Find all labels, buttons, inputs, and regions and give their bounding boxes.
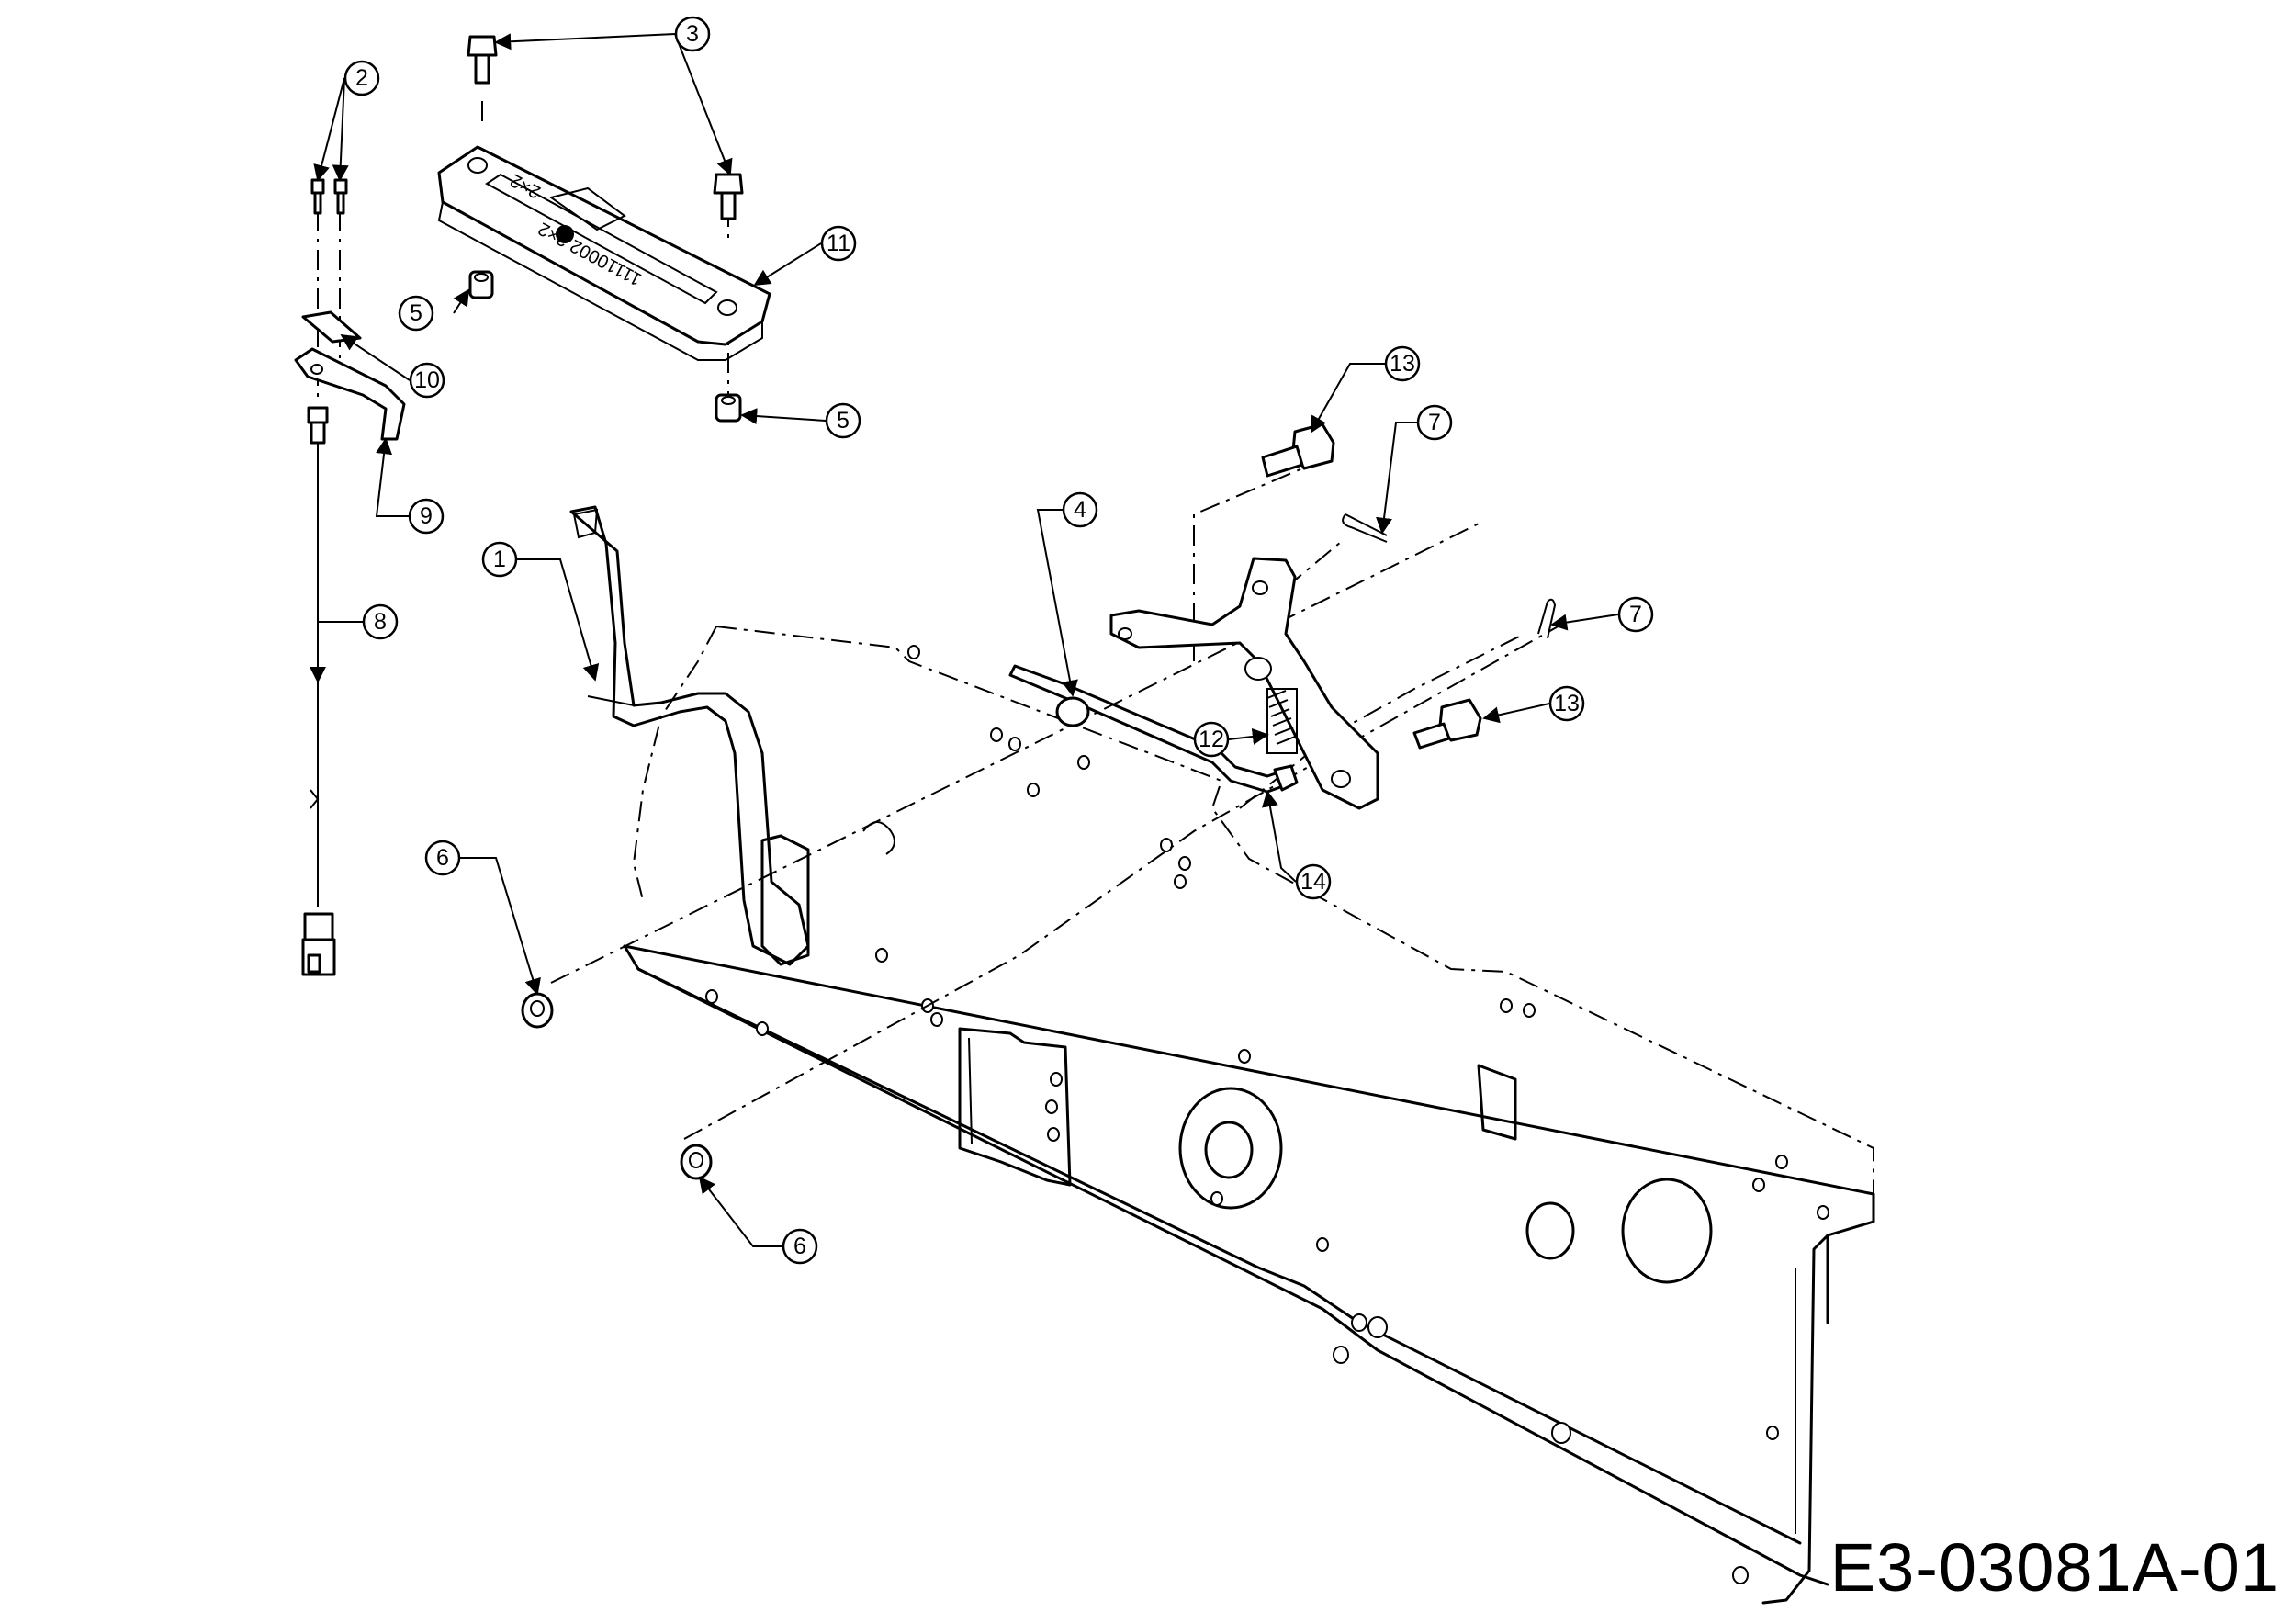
callout-3: 3: [674, 16, 711, 52]
nut-6-upper: [521, 992, 554, 1029]
nut-left: [468, 270, 494, 299]
shoulder-bolt-upper: [1261, 423, 1335, 478]
callout-7-lower-label: 7: [1629, 602, 1642, 627]
assembly-lines: [317, 101, 1562, 1140]
callout-2-label: 2: [355, 65, 368, 91]
callout-8: 8: [362, 603, 399, 640]
leader-lines: [310, 33, 1619, 1247]
callout-13-lower: 13: [1548, 685, 1585, 722]
callout-5-upper-label: 5: [410, 300, 422, 326]
nut-right: [715, 393, 742, 423]
callout-7-upper-label: 7: [1428, 410, 1441, 435]
cotter-pin-lower: [1537, 598, 1557, 639]
callout-13-lower-label: 13: [1554, 691, 1580, 716]
wire-harness: [301, 406, 336, 976]
callout-14-label: 14: [1300, 869, 1326, 895]
callout-14: 14: [1295, 863, 1332, 900]
callout-3-label: 3: [686, 21, 699, 47]
callout-7-lower: 7: [1617, 596, 1654, 633]
callout-12-label: 12: [1199, 727, 1224, 752]
spring: [1266, 688, 1298, 754]
panel-holes: [705, 645, 1829, 1584]
shift-plate: 2×2 11110002 2×2: [437, 145, 771, 361]
callout-5-upper: 5: [398, 295, 434, 332]
callout-1: 1: [481, 541, 518, 578]
callout-6-upper-label: 6: [436, 845, 449, 871]
callout-7-upper: 7: [1416, 404, 1453, 441]
callout-12: 12: [1193, 721, 1230, 758]
shoulder-bolt-lower: [1412, 698, 1482, 750]
callout-10: 10: [409, 362, 445, 399]
callout-11-label: 11: [827, 231, 850, 256]
callout-6-lower-label: 6: [793, 1234, 806, 1259]
callout-13-upper: 13: [1384, 345, 1421, 382]
nut-6-lower: [680, 1144, 713, 1180]
callout-5-lower: 5: [825, 402, 861, 439]
callout-2: 2: [343, 60, 380, 96]
callout-9: 9: [408, 498, 445, 535]
callout-8-label: 8: [374, 609, 387, 635]
cotter-pin-upper: [1342, 513, 1388, 543]
callout-5-lower-label: 5: [837, 408, 850, 434]
frame-panel: [623, 626, 1875, 1605]
callout-10-label: 10: [414, 367, 440, 393]
callout-13-upper-label: 13: [1390, 351, 1415, 377]
shift-lever: [569, 505, 810, 966]
callout-9-label: 9: [420, 503, 433, 529]
callout-1-label: 1: [493, 547, 506, 572]
callout-11: 11: [820, 225, 857, 262]
drawing-code: E3-03081A-01: [1829, 1529, 2279, 1606]
bolt-top-right: [713, 173, 744, 220]
callout-6-lower: 6: [782, 1228, 818, 1265]
callout-4: 4: [1062, 491, 1098, 528]
callout-6-upper: 6: [424, 840, 461, 876]
screws: [310, 178, 348, 215]
linkage-plate: [1109, 557, 1379, 810]
callout-4-label: 4: [1074, 497, 1086, 523]
bolt-top-left: [467, 35, 498, 85]
